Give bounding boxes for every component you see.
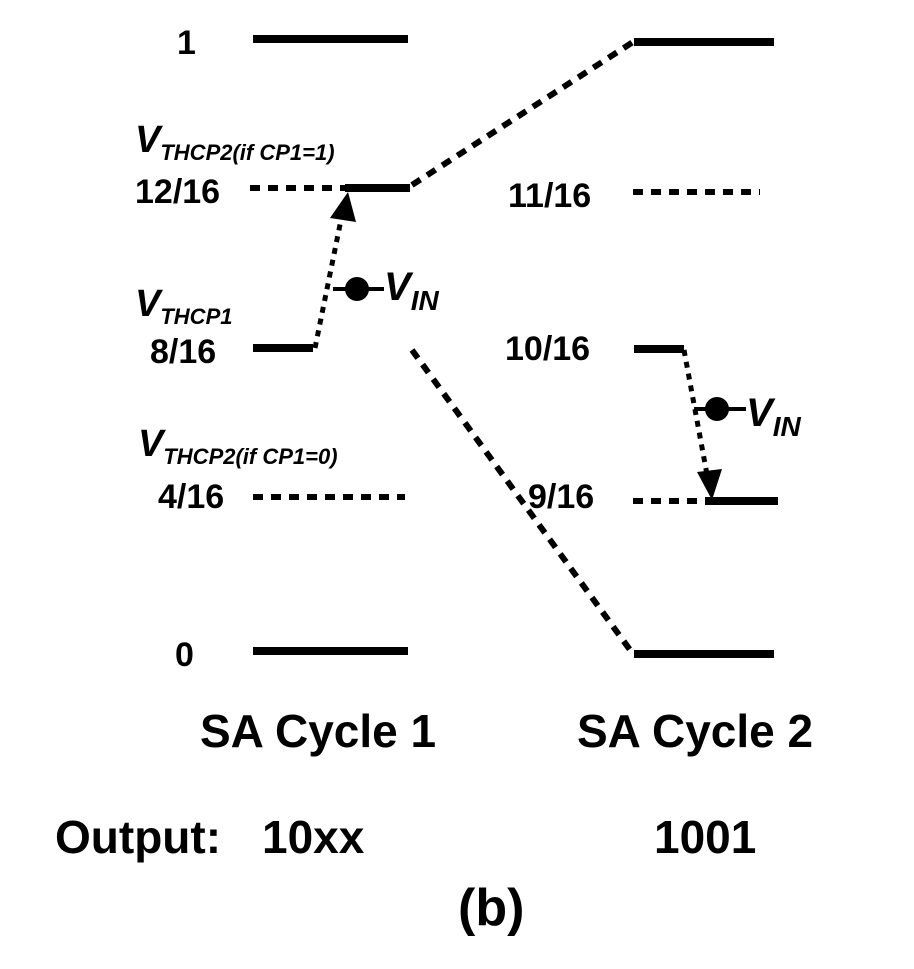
connector-lower — [409, 348, 636, 656]
cycle2-vin-sub: IN — [773, 411, 802, 442]
cycle2-10-16-label: 10/16 — [505, 330, 590, 368]
cycle1-group: 1 VTHCP2(if CP1=1) 12/16 VTHCP1 8/16 VIN… — [135, 24, 439, 757]
cycle2-9-16-label: 9/16 — [528, 478, 594, 516]
vthcp1-v: V — [135, 283, 163, 325]
vthcp1-label: VTHCP1 — [135, 283, 232, 329]
cycle1-8-16-label: 8/16 — [150, 333, 216, 371]
vthcp2-high-v: V — [135, 119, 163, 161]
cycle1-vin-label: VIN — [384, 265, 439, 316]
cycle1-level-1-label: 1 — [177, 24, 196, 62]
connector-upper — [410, 39, 635, 188]
figure-caption: (b) — [458, 879, 524, 937]
cycle2-down-arrow-shaft — [681, 349, 711, 481]
cycle1-12-16-label: 12/16 — [135, 173, 220, 211]
cycle2-11-16-label: 11/16 — [508, 177, 591, 215]
vthcp2-high-sub: THCP2(if CP1=1) — [160, 140, 334, 165]
vthcp1-sub: THCP1 — [160, 304, 232, 329]
vthcp2-low-v: V — [138, 423, 166, 465]
cycle2-vin-dot — [705, 397, 729, 421]
cycle2-output-value: 1001 — [654, 811, 756, 863]
cycle1-vin-sub: IN — [411, 285, 440, 316]
cycle2-title: SA Cycle 2 — [577, 705, 813, 757]
cycle1-level-0-label: 0 — [175, 636, 194, 674]
cycle1-output-value: 10xx — [262, 811, 365, 863]
cycle1-up-arrow-shaft — [312, 209, 346, 349]
cycle2-vin-label: VIN — [746, 391, 801, 442]
cycle1-vin-v: V — [384, 265, 414, 309]
cycle2-group: 11/16 10/16 VIN 9/16 SA Cycle 2 — [505, 38, 813, 757]
cycle1-up-arrowhead — [330, 192, 356, 222]
cycle2-vin-v: V — [746, 391, 776, 435]
vthcp2-low-label: VTHCP2(if CP1=0) — [138, 423, 338, 469]
vthcp2-high-label: VTHCP2(if CP1=1) — [135, 119, 335, 165]
cycle1-4-16-label: 4/16 — [158, 478, 224, 516]
cycle2-down-arrowhead — [697, 469, 722, 500]
vthcp2-low-sub: THCP2(if CP1=0) — [163, 444, 337, 469]
cycle1-vin-dot — [345, 277, 369, 301]
output-label: Output: — [55, 811, 221, 863]
cycle1-title: SA Cycle 1 — [200, 705, 436, 757]
